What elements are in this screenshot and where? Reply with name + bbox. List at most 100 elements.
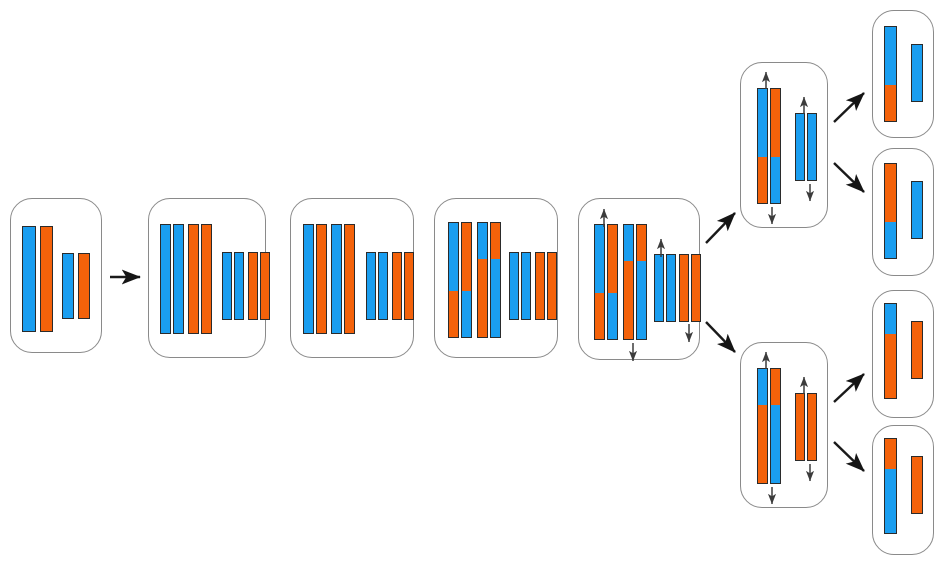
chromatid-segment-orange [885, 439, 896, 470]
spindle-arrow-pull-up-long [599, 208, 609, 227]
chromatid-segment-orange [912, 322, 922, 378]
chromatid-segment-blue [478, 223, 487, 260]
spindle-arrow-pull-up-short [656, 238, 666, 257]
chromatid [535, 252, 545, 320]
chromatid [392, 252, 402, 320]
spindle-arrow-pull-down-short [684, 324, 694, 343]
chromosome-recombinant-long-right [477, 222, 501, 338]
chromatid-segment-blue [462, 291, 471, 337]
chromatid-segment-orange [249, 253, 257, 319]
chromatid-segment-orange [758, 157, 767, 203]
chromatid-segment-blue [223, 253, 231, 319]
chromosome-bivalent-long-left [303, 224, 327, 334]
chromatid [884, 303, 897, 399]
chromatid-segment-orange [608, 225, 617, 294]
chromatid-segment-orange [462, 223, 471, 292]
chromatid [303, 224, 314, 334]
spindle-arrow-pull-up-long [761, 351, 771, 369]
chromosome-long-orange [40, 226, 53, 332]
chromatid [40, 226, 53, 332]
chromatid [911, 321, 923, 379]
cell-gamete-three [872, 290, 934, 418]
chromatid-segment-orange [345, 225, 354, 333]
cell-gamete-one [872, 10, 934, 138]
chromatid-segment-orange [680, 255, 688, 321]
chromatid-segment-orange [317, 225, 326, 333]
chromatid-segment-orange [491, 223, 500, 260]
chromatid [344, 224, 355, 334]
chromatid-segment-blue [491, 259, 500, 337]
chromatid-segment-blue [808, 114, 816, 180]
chromatid [78, 253, 90, 319]
chromatid [795, 393, 805, 461]
chromatid [404, 252, 414, 320]
chromosome-bivalent-long-right [331, 224, 355, 334]
chromatid-segment-blue [758, 89, 767, 158]
chromatid-segment-blue [367, 253, 375, 319]
arrow-lower-daughter-to-gamete4 [833, 441, 865, 472]
chromatid-segment-orange [758, 405, 767, 483]
chromosome-long-recombinant [757, 368, 781, 484]
arrow-stage5-to-upper-daughter [705, 212, 736, 244]
chromatid-segment-blue [637, 261, 646, 339]
chromatid-segment-orange [885, 85, 896, 121]
chromosome-long-chromatid [884, 26, 897, 122]
chromosome-recombinant-long-right [623, 224, 647, 340]
chromatid-segment-orange [189, 225, 198, 333]
spindle-arrow-pull-down-short [805, 184, 815, 202]
chromatid [521, 252, 531, 320]
chromosome-long-blue [22, 226, 36, 332]
chromosome-long-chromatid [884, 303, 897, 399]
arrow-upper-daughter-to-gamete1 [833, 92, 865, 123]
chromatid-segment-blue [608, 293, 617, 339]
chromatid-segment-blue [655, 255, 663, 321]
chromatid [636, 224, 647, 340]
chromatid-segment-orange [595, 293, 604, 339]
chromosome-short-orange-pair [679, 254, 701, 322]
chromosome-recombinant-long-left [594, 224, 618, 340]
chromatid-segment-blue [885, 27, 896, 86]
chromatid-segment-orange [624, 261, 633, 339]
chromatid [770, 88, 781, 204]
chromatid [547, 252, 557, 320]
spindle-arrow-pull-up-long [761, 71, 771, 89]
chromatid-segment-orange [393, 253, 401, 319]
chromatid-segment-blue [161, 225, 170, 333]
chromosome-short-chromatid [911, 181, 923, 239]
chromatid-segment-blue [23, 227, 35, 331]
chromatid-segment-orange [536, 253, 544, 319]
chromatid [160, 224, 171, 334]
chromatid-segment-orange [79, 254, 89, 318]
chromatid [666, 254, 676, 322]
chromatid-segment-blue [624, 225, 633, 262]
chromatid-segment-blue [522, 253, 530, 319]
arrow-stage5-to-lower-daughter [705, 321, 736, 353]
chromatid [188, 224, 199, 334]
spindle-arrow-pull-up-short [799, 376, 809, 394]
chromatid-segment-orange [885, 164, 896, 223]
chromatid [477, 222, 488, 338]
chromatid [757, 368, 768, 484]
arrow-upper-daughter-to-gamete2 [833, 162, 865, 193]
chromatid-segment-orange [771, 89, 780, 158]
chromatid [448, 222, 459, 338]
chromosome-bivalent-short-right [392, 252, 414, 320]
chromatid [607, 224, 618, 340]
chromatid [222, 252, 232, 320]
chromatid [884, 438, 897, 534]
chromatid [366, 252, 376, 320]
cell-gamete-two [872, 148, 934, 276]
chromatid-segment-orange [637, 225, 646, 262]
chromatid-segment-blue [449, 223, 458, 292]
chromosome-short-chromatid [911, 321, 923, 379]
chromatid-segment-blue [796, 114, 804, 180]
chromatid-segment-orange [449, 291, 458, 337]
arrow-lower-daughter-to-gamete3 [833, 373, 865, 403]
chromatid-segment-blue [885, 222, 896, 258]
chromatid-segment-blue [235, 253, 243, 319]
spindle-arrow-pull-down-long [628, 343, 638, 362]
chromatid-segment-orange [692, 255, 700, 321]
chromatid [770, 368, 781, 484]
spindle-arrow-pull-down-short [805, 464, 815, 482]
chromatid [795, 113, 805, 181]
